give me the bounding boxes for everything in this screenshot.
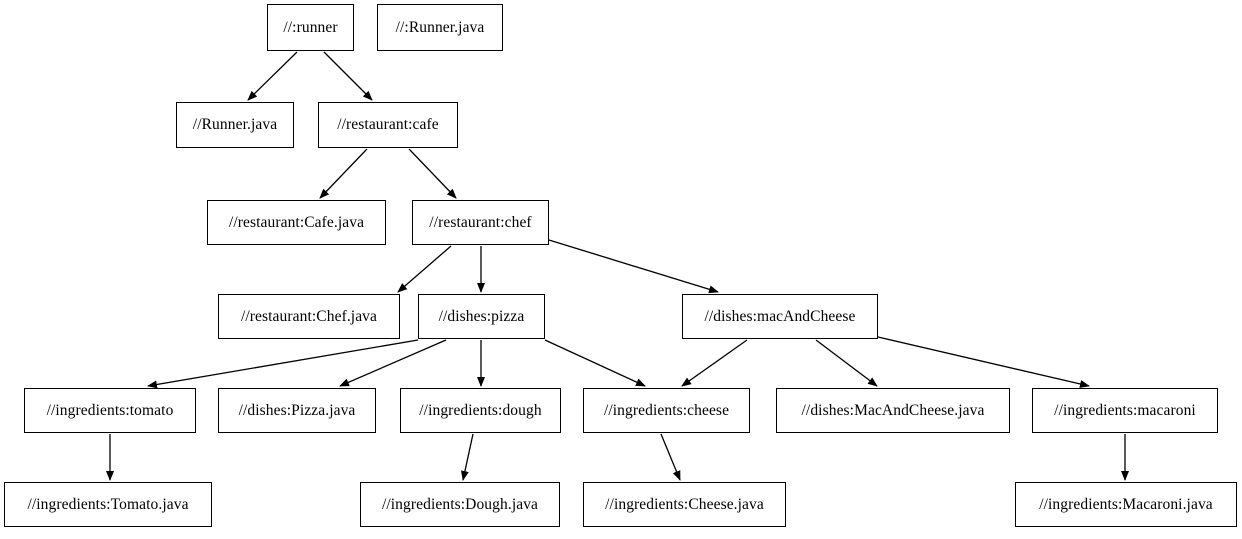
graph-node-dough_java[interactable]: //ingredients:Dough.java [360, 482, 560, 527]
graph-node-label: //ingredients:macaroni [1054, 401, 1196, 419]
graph-node-label: //Runner.java [192, 116, 278, 134]
graph-node-runner_java[interactable]: //Runner.java [176, 102, 294, 148]
graph-node-label: //restaurant:chef [429, 213, 532, 231]
graph-node-label: //dishes:pizza [438, 307, 525, 325]
graph-node-label: //dishes:macAndCheese [704, 307, 856, 325]
graph-node-restaurant_cafe[interactable]: //restaurant:cafe [318, 102, 458, 148]
graph-node-label: //ingredients:tomato [46, 401, 174, 419]
graph-node-ing_dough[interactable]: //ingredients:dough [400, 388, 561, 433]
graph-node-cheese_java[interactable]: //ingredients:Cheese.java [583, 482, 786, 527]
graph-node-label: //restaurant:cafe [337, 116, 439, 134]
graph-node-dishes_mac[interactable]: //dishes:macAndCheese [682, 294, 878, 339]
graph-node-macaroni_java[interactable]: //ingredients:Macaroni.java [1015, 482, 1237, 527]
graph-node-label: //dishes:MacAndCheese.java [801, 401, 985, 419]
graph-node-label: //ingredients:Tomato.java [27, 495, 189, 513]
graph-node-root_runner_java[interactable]: //:Runner.java [377, 4, 503, 51]
graph-node-tomato_java[interactable]: //ingredients:Tomato.java [4, 482, 212, 527]
graph-node-label: //ingredients:dough [419, 401, 542, 419]
graph-node-label: //ingredients:Macaroni.java [1039, 495, 1213, 513]
graph-node-chef_java[interactable]: //restaurant:Chef.java [218, 294, 400, 339]
graph-node-label: //restaurant:Cafe.java [228, 213, 365, 231]
graph-node-mac_java[interactable]: //dishes:MacAndCheese.java [776, 388, 1010, 433]
graph-node-label: //dishes:Pizza.java [238, 401, 356, 419]
graph-node-ing_macaroni[interactable]: //ingredients:macaroni [1032, 388, 1218, 433]
graph-node-cafe_java[interactable]: //restaurant:Cafe.java [207, 200, 386, 245]
graph-node-label: //ingredients:Cheese.java [605, 495, 764, 513]
graph-node-label: //:runner [283, 18, 338, 36]
graph-node-pizza_java[interactable]: //dishes:Pizza.java [218, 388, 376, 433]
graph-node-restaurant_chef[interactable]: //restaurant:chef [412, 200, 549, 245]
graph-node-label: //restaurant:Chef.java [240, 307, 378, 325]
graph-node-ing_cheese[interactable]: //ingredients:cheese [583, 388, 750, 433]
graph-node-label: //ingredients:cheese [603, 401, 730, 419]
graph-node-label: //:Runner.java [395, 18, 485, 36]
graph-node-runner[interactable]: //:runner [267, 4, 354, 51]
graph-node-ing_tomato[interactable]: //ingredients:tomato [24, 388, 196, 433]
graph-node-label: //ingredients:Dough.java [381, 495, 539, 513]
graph-node-dishes_pizza[interactable]: //dishes:pizza [418, 294, 545, 339]
